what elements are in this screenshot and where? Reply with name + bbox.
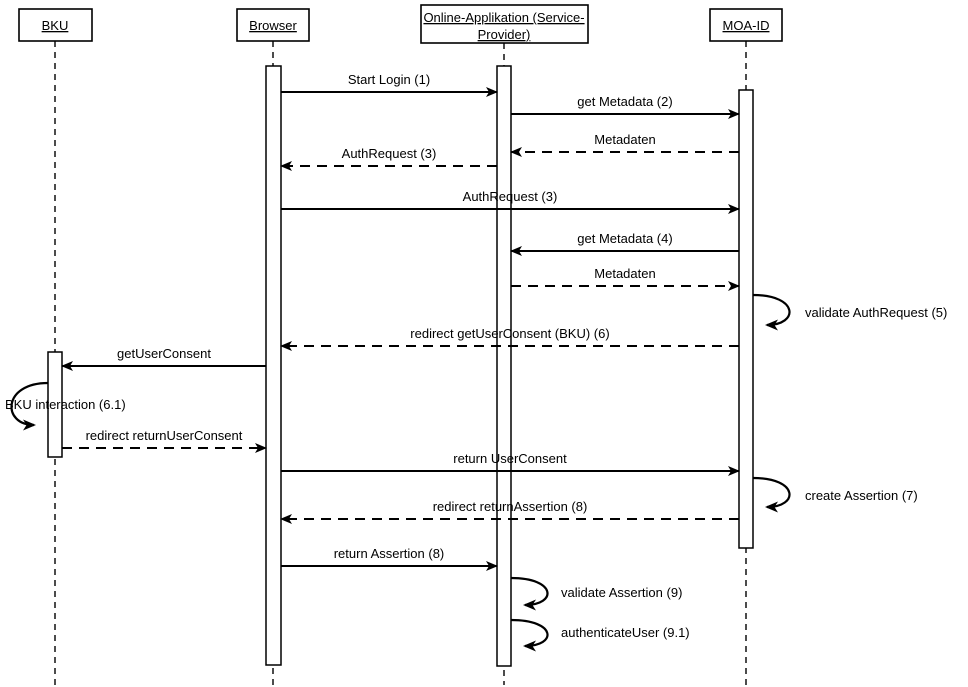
lifeline-header-box [236, 8, 310, 42]
self-message-arc [752, 293, 791, 331]
message-label: get Metadata (4) [577, 231, 672, 246]
activation-bar-bku[interactable] [47, 351, 63, 458]
self-messages-layer: validate AuthRequest (5) BKU interaction … [5, 293, 947, 652]
lifeline-bku[interactable]: BKU [18, 8, 93, 685]
message-label: return Assertion (8) [334, 546, 445, 561]
message-m4[interactable]: AuthRequest (3) [280, 146, 497, 171]
activation-bar-browser[interactable] [265, 65, 282, 666]
self-message-s3[interactable]: create Assertion (7) [752, 476, 918, 513]
lifeline-header-box [420, 4, 589, 44]
message-label: redirect returnAssertion (8) [433, 499, 588, 514]
self-message-s4[interactable]: validate Assertion (9) [510, 576, 682, 611]
self-message-s1[interactable]: validate AuthRequest (5) [752, 293, 947, 331]
message-label: Metadaten [594, 132, 655, 147]
message-m13[interactable]: return Assertion (8) [281, 546, 498, 571]
message-label: redirect getUserConsent (BKU) (6) [410, 326, 609, 341]
message-label: Metadaten [594, 266, 655, 281]
message-m9[interactable]: getUserConsent [61, 346, 266, 371]
message-m12[interactable]: redirect returnAssertion (8) [280, 499, 739, 524]
self-message-label: create Assertion (7) [805, 488, 918, 503]
lifeline-label: MOA-ID [723, 18, 770, 33]
message-label: AuthRequest (3) [463, 189, 558, 204]
message-m10[interactable]: redirect returnUserConsent [62, 428, 267, 453]
lifeline-label: BKU [42, 18, 69, 33]
message-m11[interactable]: return UserConsent [281, 451, 740, 476]
self-message-label: authenticateUser (9.1) [561, 625, 690, 640]
activation-bar-oa[interactable] [496, 65, 512, 667]
message-m6[interactable]: get Metadata (4) [510, 231, 739, 256]
self-message-label: BKU interaction (6.1) [5, 397, 126, 412]
self-message-arc [752, 476, 791, 513]
message-label: AuthRequest (3) [342, 146, 437, 161]
self-message-s2[interactable]: BKU interaction (6.1) [5, 381, 126, 431]
lifeline-label: Provider) [478, 27, 531, 42]
message-m1[interactable]: Start Login (1) [281, 72, 498, 97]
message-m3[interactable]: Metadaten [510, 132, 739, 157]
message-m5[interactable]: AuthRequest (3) [281, 189, 740, 214]
self-message-arc [510, 618, 549, 652]
message-m8[interactable]: redirect getUserConsent (BKU) (6) [280, 326, 739, 351]
activation-bar-moaid[interactable] [738, 89, 754, 549]
lifeline-header-box [18, 8, 93, 42]
message-label: get Metadata (2) [577, 94, 672, 109]
lifeline-label: Browser [249, 18, 297, 33]
messages-layer: Start Login (1) get Metadata (2) Metadaten… [61, 72, 740, 571]
message-label: Start Login (1) [348, 72, 430, 87]
self-message-arc [10, 381, 49, 431]
message-label: return UserConsent [453, 451, 567, 466]
self-message-s5[interactable]: authenticateUser (9.1) [510, 618, 690, 652]
message-m2[interactable]: get Metadata (2) [511, 94, 740, 119]
lifeline-label: Online-Applikation (Service- [423, 10, 584, 25]
message-label: redirect returnUserConsent [86, 428, 243, 443]
self-message-label: validate AuthRequest (5) [805, 305, 947, 320]
self-message-arc [510, 576, 549, 611]
self-message-label: validate Assertion (9) [561, 585, 682, 600]
message-m7[interactable]: Metadaten [511, 266, 740, 291]
message-label: getUserConsent [117, 346, 211, 361]
